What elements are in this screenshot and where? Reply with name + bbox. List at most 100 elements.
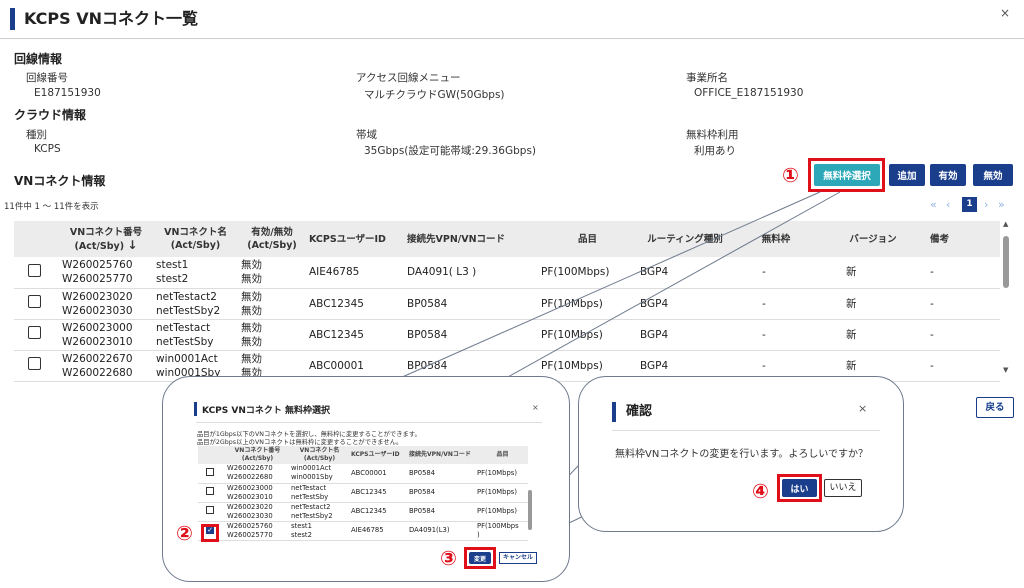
- highlight-yes-button: [777, 474, 822, 502]
- mini-table-row: W260023020 W260023030 netTestact2 netTes…: [198, 502, 528, 522]
- result-count: 11件中 1 〜 11件を表示: [4, 202, 99, 212]
- bandwidth-value: 35Gbps(設定可能帯域:29.36Gbps): [364, 145, 537, 157]
- confirm-divider: [612, 430, 880, 431]
- scroll-down-icon[interactable]: ▼: [1003, 366, 1009, 374]
- mini-table-scrollbar[interactable]: [528, 490, 532, 530]
- mini-vpn-code-cell: BP0584: [406, 464, 474, 484]
- no-button[interactable]: いいえ: [824, 479, 862, 497]
- mini-vn-number-cell: W260022670 W260022680: [224, 464, 288, 484]
- vn-connect-table: VNコネクト番号 (Act/Sby) ↓ VNコネクト名 (Act/Sby) 有…: [14, 221, 1000, 382]
- note-cell: -: [924, 319, 1000, 351]
- page-title: KCPS VNコネクト一覧: [24, 9, 199, 28]
- column-header[interactable]: VNコネクト番号 (Act/Sby) ↓: [56, 221, 150, 257]
- office-name-label: 事業所名: [686, 72, 728, 84]
- status-cell: 無効 無効: [235, 319, 303, 351]
- row-checkbox[interactable]: [28, 326, 41, 339]
- sort-down-icon[interactable]: ↓: [127, 237, 138, 252]
- user-id-cell: ABC12345: [303, 319, 401, 351]
- pager-first-icon[interactable]: «: [930, 198, 937, 211]
- pager-next-icon[interactable]: ›: [984, 198, 989, 211]
- confirm-title: 確認: [626, 404, 653, 419]
- vn-name-cell: stest1 stest2: [150, 257, 235, 289]
- table-row: W260023020 W260023030 netTestact2 netTes…: [14, 288, 1000, 320]
- mini-vn-number-cell: W260023000 W260023010: [224, 483, 288, 503]
- disable-button[interactable]: 無効: [973, 164, 1013, 186]
- row-checkbox[interactable]: [28, 295, 41, 308]
- vn-number-cell: W260023020 W260023030: [56, 288, 150, 320]
- vn-number-cell: W260022670 W260022680: [56, 350, 150, 382]
- status-cell: 無効 無効: [235, 288, 303, 320]
- mini-user-id-cell: AIE46785: [348, 521, 406, 541]
- step-marker-4: ④: [752, 479, 769, 503]
- row-checkbox[interactable]: [28, 357, 41, 370]
- column-header: KCPSユーザーID: [303, 221, 401, 257]
- mini-item-cell: PF(10Mbps): [474, 464, 528, 484]
- mini-column-header: VNコネクト名 (Act/Sby): [288, 446, 348, 464]
- pager-prev-icon[interactable]: ‹: [946, 198, 951, 211]
- table-header-row: VNコネクト番号 (Act/Sby) ↓ VNコネクト名 (Act/Sby) 有…: [14, 221, 1000, 257]
- free-select-button[interactable]: 無料枠選択: [814, 164, 880, 186]
- free-usage-label: 無料枠利用: [686, 129, 739, 141]
- pager-current-page[interactable]: 1: [962, 197, 977, 212]
- table-row: W260023000 W260023010 netTestact netTest…: [14, 319, 1000, 351]
- column-header: 有効/無効 (Act/Sby): [235, 221, 303, 257]
- scroll-up-icon[interactable]: ▲: [1003, 220, 1009, 228]
- mini-header-checkbox-col: [198, 446, 224, 464]
- mini-vn-name-cell: netTestact netTestSby: [288, 483, 348, 503]
- add-button[interactable]: 追加: [889, 164, 925, 186]
- mini-user-id-cell: ABC12345: [348, 483, 406, 503]
- vpn-code-cell: BP0584: [401, 319, 535, 351]
- free-usage-value: 利用あり: [694, 145, 736, 157]
- table-scrollbar[interactable]: [1003, 236, 1009, 288]
- version-cell: 新: [816, 319, 924, 351]
- mini-column-header: KCPSユーザーID: [348, 446, 406, 464]
- line-info-title: 回線情報: [14, 52, 63, 66]
- note-cell: -: [924, 257, 1000, 289]
- mini-row-checkbox[interactable]: [206, 506, 214, 514]
- cancel-button[interactable]: キャンセル: [499, 552, 537, 564]
- confirm-message: 無料枠VNコネクトの変更を行います。よろしいですか？: [615, 449, 869, 460]
- close-icon[interactable]: ×: [999, 6, 1010, 20]
- vn-name-cell: netTestact2 netTestSby2: [150, 288, 235, 320]
- mini-vpn-code-cell: BP0584: [406, 502, 474, 522]
- vpn-code-cell: BP0584: [401, 288, 535, 320]
- change-button[interactable]: 変更: [469, 552, 491, 564]
- confirm-dialog-callout: [578, 376, 904, 532]
- free-dialog-note-1: 品目が1Gbps以下のVNコネクトを選択し、無料枠に変更することができます。: [197, 431, 421, 438]
- confirm-close-icon[interactable]: ×: [858, 402, 868, 415]
- mini-vn-number-cell: W260023020 W260023030: [224, 502, 288, 522]
- item-cell: PF(100Mbps): [535, 257, 634, 289]
- yes-button[interactable]: はい: [782, 479, 817, 497]
- version-cell: 新: [816, 288, 924, 320]
- column-header: 接続先VPN/VNコード: [401, 221, 535, 257]
- step-marker-1: ①: [782, 163, 799, 187]
- line-number-label: 回線番号: [26, 72, 68, 84]
- pager-last-icon[interactable]: »: [998, 198, 1005, 211]
- mini-user-id-cell: ABC00001: [348, 464, 406, 484]
- mini-table-row: W260022670 W260022680 win0001Act win0001…: [198, 464, 528, 484]
- mini-header-row: VNコネクト番号 (Act/Sby) VNコネクト名 (Act/Sby) KCP…: [198, 446, 528, 464]
- dialog-accent-bar: [194, 402, 197, 416]
- column-header: 品目: [535, 221, 634, 257]
- version-cell: 新: [816, 257, 924, 289]
- mini-column-header: VNコネクト番号 (Act/Sby): [224, 446, 288, 464]
- free-dialog-divider: [196, 422, 542, 423]
- mini-vn-number-cell: W260025760 W260025770: [224, 521, 288, 541]
- mini-row-checkbox[interactable]: [206, 467, 214, 476]
- note-cell: -: [924, 288, 1000, 320]
- mini-item-cell: PF(10Mbps): [474, 502, 528, 522]
- table-row: W260025760 W260025770 stest1 stest2 無効 無…: [14, 257, 1000, 289]
- vn-number-cell: W260023000 W260023010: [56, 319, 150, 351]
- mini-vn-name-cell: win0001Act win0001Sby: [288, 464, 348, 484]
- mini-row-checkbox[interactable]: [206, 487, 214, 495]
- highlight-free-button: [808, 158, 885, 192]
- free-dialog-close-icon[interactable]: ×: [532, 403, 539, 412]
- column-header: 無料枠: [730, 221, 816, 257]
- user-id-cell: ABC12345: [303, 288, 401, 320]
- back-button[interactable]: 戻る: [976, 397, 1014, 418]
- row-checkbox[interactable]: [28, 263, 41, 277]
- mini-column-header: 品目: [474, 446, 528, 464]
- enable-button[interactable]: 有効: [930, 164, 966, 186]
- mini-item-cell: PF(100Mbps ): [474, 521, 528, 541]
- confirm-accent-bar: [612, 402, 616, 422]
